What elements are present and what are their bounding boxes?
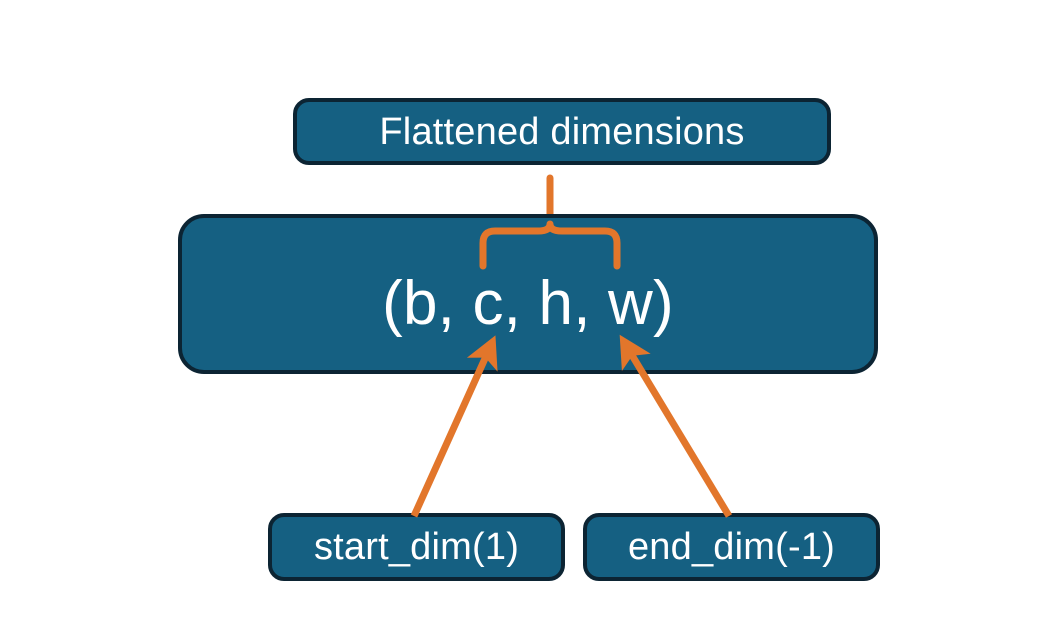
start-dim-box[interactable]: start_dim(1) — [268, 513, 565, 581]
flattened-dimensions-box[interactable]: Flattened dimensions — [293, 98, 831, 165]
end-dim-box[interactable]: end_dim(-1) — [583, 513, 880, 581]
start-dim-label: start_dim(1) — [313, 526, 520, 568]
tensor-shape-box[interactable]: (b, c, h, w) — [178, 214, 878, 374]
tensor-shape-label: (b, c, h, w) — [382, 269, 674, 338]
flattened-dimensions-label: Flattened dimensions — [379, 110, 745, 153]
end-dim-label: end_dim(-1) — [627, 526, 836, 568]
